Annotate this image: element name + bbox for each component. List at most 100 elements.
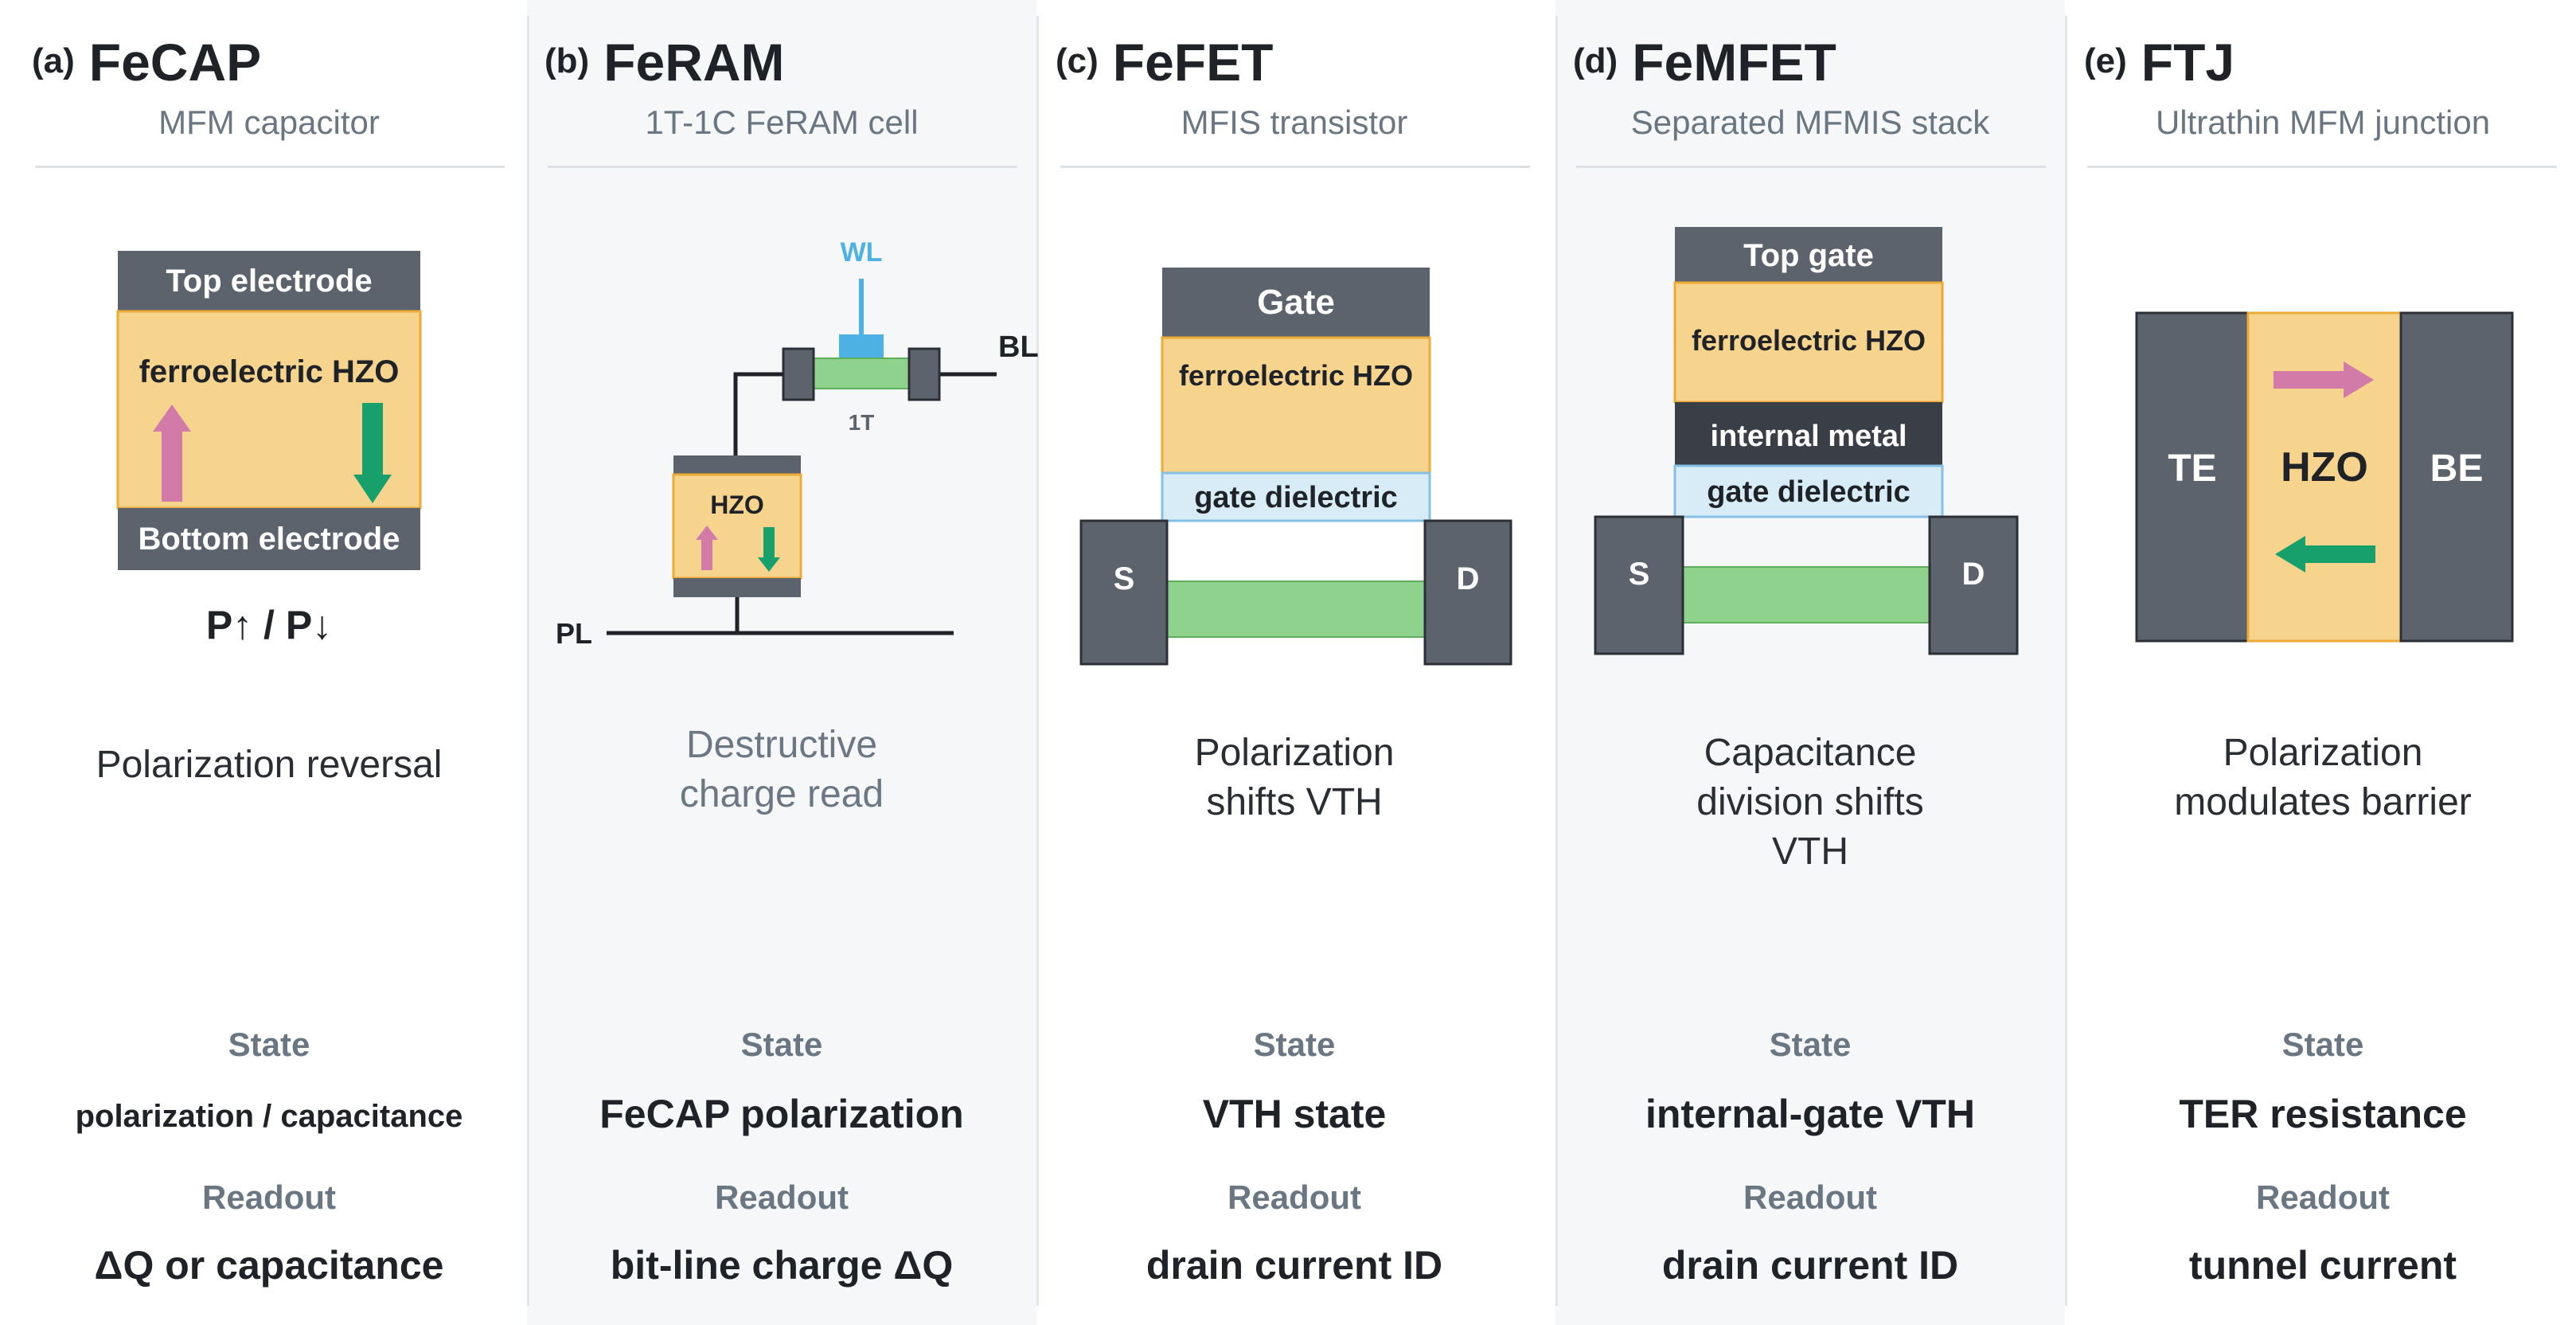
heading-rule bbox=[548, 166, 1017, 168]
source-label: S bbox=[1629, 557, 1650, 592]
plate-line-label: PL bbox=[556, 617, 592, 650]
state-label: State bbox=[1253, 1026, 1336, 1063]
readout-value: drain current ID bbox=[1146, 1243, 1443, 1288]
dielectric-label: gate dielectric bbox=[1194, 481, 1398, 514]
panel-description: Polarization shifts VTH bbox=[1194, 732, 1395, 823]
divider bbox=[527, 16, 529, 1306]
bottom-electrode-label: Bottom electrode bbox=[139, 522, 400, 557]
panel-letter: (e) bbox=[2084, 41, 2127, 80]
fecap-diagram: Top electrode ferroelectric HZO Bottom e… bbox=[0, 0, 509, 685]
arrow-down-icon bbox=[353, 403, 392, 503]
divider bbox=[1036, 16, 1039, 1306]
drain-label: D bbox=[1457, 561, 1480, 596]
state-label: State bbox=[1769, 1026, 1852, 1063]
panel-heading: (b) FeRAM bbox=[544, 32, 785, 92]
top-electrode bbox=[2135, 311, 2250, 643]
ferroelectric-layer bbox=[1161, 336, 1431, 475]
panel-letter: (b) bbox=[544, 41, 590, 80]
bottom-electrode bbox=[2399, 311, 2514, 643]
drain-region bbox=[1423, 519, 1512, 666]
drain-label: D bbox=[1962, 557, 1985, 592]
panel-description: Polarization modulates barrier bbox=[2174, 732, 2472, 823]
wordline-gate bbox=[839, 334, 884, 358]
ferroelectric-label: ferroelectric HZO bbox=[1692, 324, 1926, 357]
readout-value: tunnel current bbox=[2188, 1243, 2457, 1288]
ferroelectric-label: ferroelectric HZO bbox=[1179, 359, 1413, 392]
panel-d-background bbox=[1555, 0, 2065, 1325]
panel-title: FeFET bbox=[1112, 33, 1274, 92]
arrow-down-icon bbox=[758, 527, 780, 572]
channel bbox=[1682, 566, 1930, 623]
wordline-label: WL bbox=[841, 237, 883, 268]
panel-subtitle: Ultrathin MFM junction bbox=[2155, 104, 2491, 141]
source-region bbox=[1079, 519, 1169, 666]
heading-rule bbox=[35, 166, 505, 168]
arrow-up-icon bbox=[153, 405, 191, 502]
internal-metal-label: internal metal bbox=[1710, 420, 1907, 453]
hzo-barrier bbox=[2246, 311, 2402, 643]
state-value: TER resistance bbox=[2179, 1092, 2467, 1136]
panel-title: FeMFET bbox=[1632, 33, 1836, 92]
heading-rule bbox=[1060, 166, 1530, 168]
internal-metal bbox=[1675, 402, 1942, 466]
transistor-channel bbox=[813, 358, 910, 389]
readout-value: ΔQ or capacitance bbox=[94, 1243, 444, 1288]
panel-description: Destructive charge read bbox=[679, 724, 884, 815]
feram-diagram: WL BL 1T HZO PL bbox=[527, 0, 1039, 685]
top-gate-label: Top gate bbox=[1743, 238, 1874, 273]
readout-label: Readout bbox=[2256, 1178, 2390, 1216]
arrow-right-icon bbox=[2274, 362, 2374, 398]
source-region bbox=[1594, 515, 1684, 655]
heading-rule bbox=[1576, 166, 2046, 168]
bitline-label: BL bbox=[998, 330, 1039, 364]
transistor-source bbox=[782, 347, 815, 401]
gate-dielectric bbox=[1161, 471, 1431, 522]
be-label: BE bbox=[2430, 448, 2484, 490]
readout-label: Readout bbox=[715, 1178, 849, 1216]
transistor-drain bbox=[907, 347, 941, 401]
femfet-diagram: Top gate ferroelectric HZO internal meta… bbox=[1555, 0, 2065, 685]
panel-title: FeRAM bbox=[603, 33, 785, 92]
readout-label: Readout bbox=[202, 1178, 336, 1216]
panel-description: Polarization reversal bbox=[96, 744, 443, 786]
panel-letter: (d) bbox=[1573, 41, 1618, 80]
state-value: polarization / capacitance bbox=[75, 1099, 463, 1134]
divider bbox=[2065, 16, 2067, 1306]
heading-rule bbox=[2087, 166, 2557, 168]
panel-title: FeCAP bbox=[88, 33, 262, 92]
source-label: S bbox=[1114, 561, 1135, 596]
state-value: internal-gate VTH bbox=[1645, 1092, 1975, 1136]
cap-label: HZO bbox=[710, 491, 764, 519]
panel-heading: (e)FTJ bbox=[2084, 32, 2234, 92]
panel-b-background bbox=[527, 0, 1036, 1325]
state-value: VTH state bbox=[1202, 1092, 1387, 1136]
cap-bottom-plate bbox=[673, 578, 801, 597]
divider bbox=[1555, 16, 1558, 1306]
ftj-diagram: TE HZO BE bbox=[2065, 0, 2574, 685]
panel-description: Capacitance division shifts VTH bbox=[1696, 732, 1924, 873]
panel-subtitle: MFM capacitor bbox=[158, 104, 380, 141]
te-label: TE bbox=[2168, 448, 2216, 490]
panel-subtitle: 1T-1C FeRAM cell bbox=[645, 104, 919, 141]
cap-ferro bbox=[672, 473, 802, 580]
drain-region bbox=[1928, 515, 2019, 655]
state-value: FeCAP polarization bbox=[599, 1092, 964, 1136]
panel-subtitle: MFIS transistor bbox=[1181, 104, 1408, 141]
panel-subtitle: Separated MFMIS stack bbox=[1630, 104, 1990, 141]
state-label: State bbox=[740, 1026, 823, 1063]
gate-electrode bbox=[1162, 268, 1430, 338]
panel-heading: (a) FeCAP bbox=[32, 32, 261, 92]
cap-wire bbox=[733, 372, 783, 455]
polarization-caption: P↑ / P↓ bbox=[206, 603, 332, 647]
top-electrode-label: Top electrode bbox=[166, 264, 372, 299]
top-electrode bbox=[118, 251, 420, 311]
readout-value: drain current ID bbox=[1661, 1243, 1959, 1288]
panel-letter: (a) bbox=[32, 41, 75, 80]
channel bbox=[1166, 580, 1426, 638]
state-label: State bbox=[2281, 1026, 2364, 1063]
arrow-up-icon bbox=[696, 526, 718, 570]
readout-label: Readout bbox=[1228, 1178, 1361, 1216]
ferroelectric-layer bbox=[1673, 281, 1944, 404]
readout-label: Readout bbox=[1743, 1178, 1877, 1216]
panel-letter: (c) bbox=[1056, 41, 1099, 80]
